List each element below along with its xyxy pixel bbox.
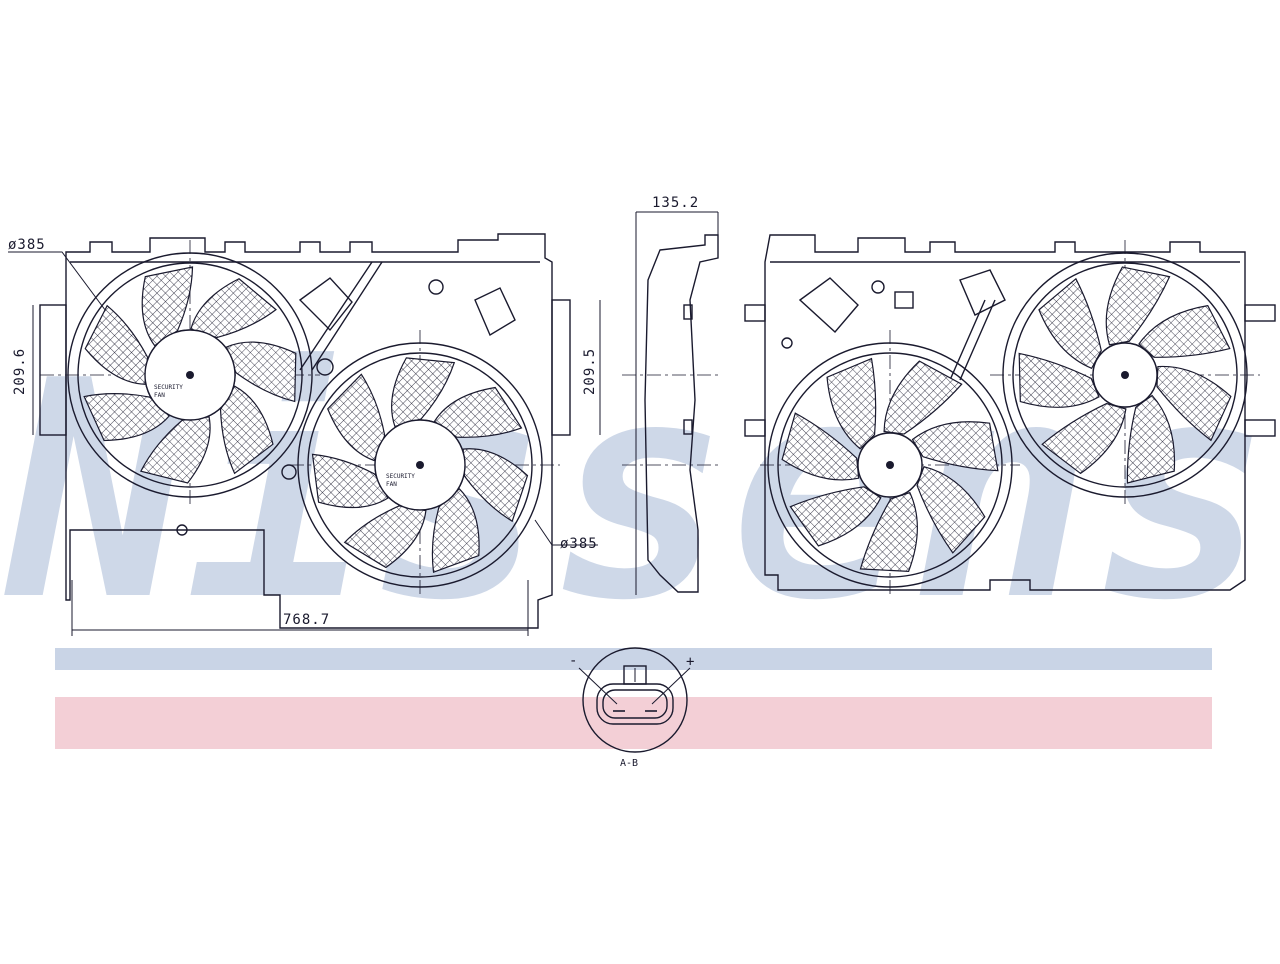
connector-detail: [578, 647, 691, 753]
rear-right-fan-blade: [1038, 277, 1102, 370]
side-view: [622, 211, 720, 595]
rear-left-fan-blade: [826, 357, 877, 450]
connector-plus: +: [686, 654, 695, 670]
front-right-fan-blade: [462, 448, 529, 523]
fan-label-right-line1: SECURITY: [386, 473, 415, 480]
rear-left-tab: [744, 304, 766, 322]
fan-label-right-line2: FAN: [386, 481, 397, 488]
pink-band: [55, 697, 1212, 749]
front-right-fan-blade: [433, 386, 523, 438]
rear-right-fan-blade: [1156, 365, 1232, 442]
rear-shroud: [764, 234, 1246, 591]
front-left-fan-blade: [141, 266, 194, 347]
front-right-fan-blade: [327, 373, 386, 462]
front-right-hub-cover-center: [416, 461, 424, 469]
fan-label-left-line2: FAN: [154, 392, 165, 399]
blue-band: [55, 648, 1212, 670]
height-label-left: 209.6: [12, 348, 28, 395]
left-bracket: [39, 304, 67, 436]
fan-label-left-line1: SECURITY: [154, 384, 183, 391]
side-profile: [644, 234, 719, 593]
connector-circle: [582, 647, 688, 753]
front-right-fan-blade: [343, 505, 427, 569]
front-left-fan-blade: [219, 385, 274, 475]
rear-left-fan-blade: [781, 412, 860, 481]
depth-label: 135.2: [652, 195, 699, 211]
front-left-fan-blade: [225, 341, 297, 403]
diameter-label-right: ø385: [560, 536, 598, 552]
rear-left-fan-blade: [883, 360, 963, 435]
front-left-fan-blade: [140, 416, 211, 484]
connector-key: [623, 665, 647, 685]
fan-blades: [83, 266, 1232, 573]
rear-right-tab: [1244, 304, 1276, 322]
rear-left-fan-blade: [859, 491, 918, 573]
height-label-right: 209.5: [582, 348, 598, 395]
connector-label: A-B: [620, 758, 638, 769]
diameter-label-left: ø385: [8, 237, 46, 253]
right-bracket: [551, 299, 571, 436]
front-left-fan-blade: [190, 278, 277, 339]
rear-right-fan-blade: [1041, 402, 1127, 475]
front-left-fan-blade: [84, 304, 149, 385]
connector-minus: -: [569, 653, 578, 669]
rear-left-fan-blade: [911, 421, 999, 472]
front-left-hub-cover-center: [186, 371, 194, 379]
front-right-fan-blade: [311, 453, 389, 509]
rear-right-fan-blade: [1138, 304, 1231, 358]
rear-right-fan-blade: [1018, 352, 1100, 408]
rear-left-fan-blade: [789, 486, 882, 547]
rear-right-fan-blade: [1105, 266, 1171, 346]
rear-left-hub-cover-center: [886, 461, 894, 469]
front-right-fan-blade: [431, 488, 480, 573]
front-shroud: [65, 233, 553, 629]
width-label: 768.7: [283, 612, 330, 628]
rear-right-hub-cover-center: [1121, 371, 1129, 379]
rear-left-fan-blade: [916, 465, 986, 554]
rear-right-fan-blade: [1126, 394, 1176, 484]
front-right-fan-blade: [391, 357, 456, 428]
front-left-fan-blade: [83, 393, 171, 442]
